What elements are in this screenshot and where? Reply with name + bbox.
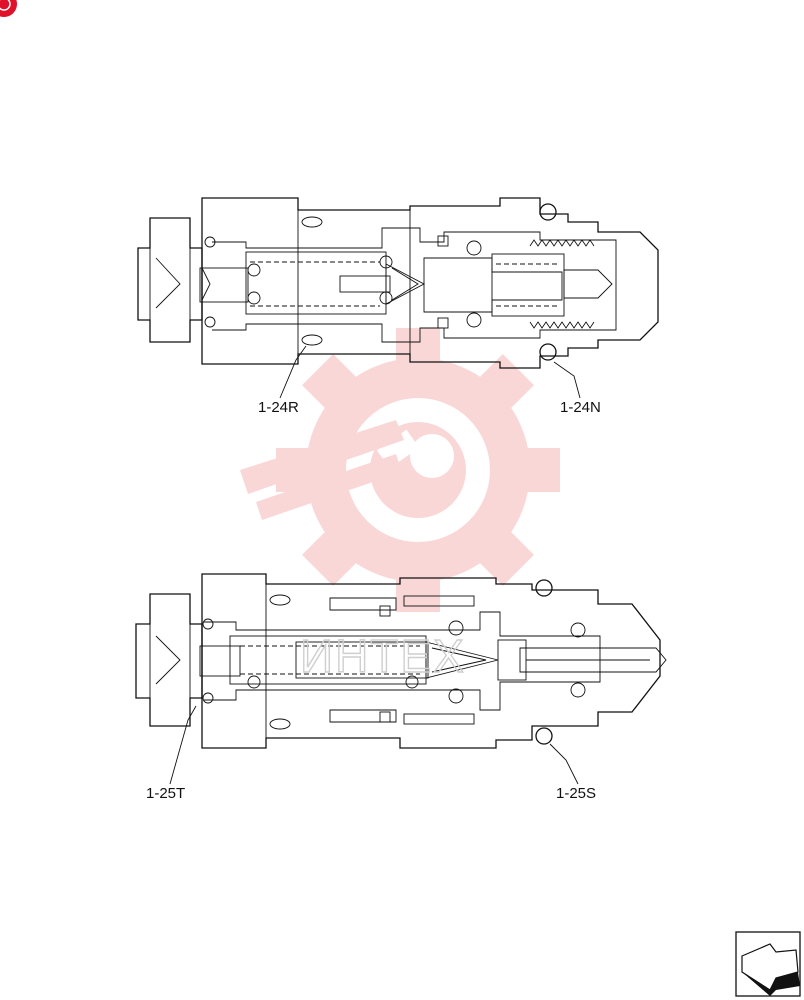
callout-label-1-24n: 1-24N: [560, 399, 601, 416]
callout-label-1-25t: 1-25T: [146, 785, 185, 802]
callout-label-1-24r: 1-24R: [258, 399, 299, 416]
watermark-text: ИНТЕХ: [300, 630, 466, 682]
callout-label-1-25s: 1-25S: [556, 785, 596, 802]
gear-wrench-logo-icon: [240, 328, 560, 612]
bottom-valve-assembly: [135, 573, 667, 785]
corner-badge-icon: [0, 0, 17, 17]
page-turn-arrow-icon[interactable]: [735, 931, 801, 997]
top-valve-assembly: [137, 197, 659, 399]
